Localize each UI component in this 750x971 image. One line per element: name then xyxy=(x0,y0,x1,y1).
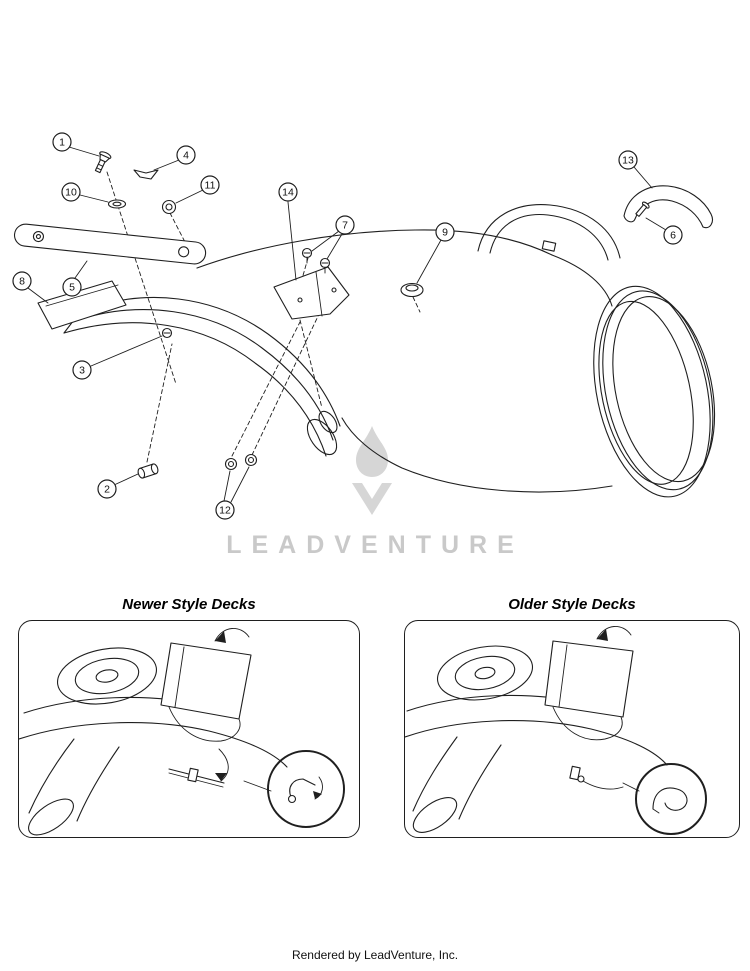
callout-9: 9 xyxy=(435,222,455,242)
panel-title-older: Older Style Decks xyxy=(508,596,636,613)
svg-text:13: 13 xyxy=(622,155,634,167)
part-rod-handle-13 xyxy=(623,185,713,229)
svg-text:11: 11 xyxy=(205,180,216,192)
svg-text:14: 14 xyxy=(282,187,294,199)
part-support-bar xyxy=(13,223,207,265)
callout-8: 8 xyxy=(12,271,32,291)
watermark-text: LEADVENTURE xyxy=(226,531,524,559)
deflector-illustration xyxy=(160,628,252,720)
svg-text:5: 5 xyxy=(69,282,75,294)
callout-4: 4 xyxy=(176,145,196,165)
part-bolt-6 xyxy=(635,201,650,217)
callout-leader-lines xyxy=(27,146,667,503)
part-chute-body xyxy=(196,204,716,498)
svg-text:12: 12 xyxy=(219,505,231,517)
svg-text:2: 2 xyxy=(104,484,110,496)
part-chute-plate xyxy=(37,280,127,330)
v-logo-icon xyxy=(352,483,392,515)
part-screws-7 xyxy=(301,247,331,274)
detail-arrow-icon xyxy=(313,791,322,799)
callout-10: 10 xyxy=(61,182,81,202)
motion-arrow-icon xyxy=(597,629,608,641)
motion-arrow-icon xyxy=(215,773,227,781)
svg-text:9: 9 xyxy=(442,227,448,239)
callout-13: 13 xyxy=(618,150,638,170)
leadventure-watermark: LEADVENTURE xyxy=(226,426,524,559)
wheel-illustration xyxy=(436,645,534,701)
callout-7: 7 xyxy=(335,215,355,235)
panel-newer-style-decks xyxy=(18,620,360,838)
part-bolt-3 xyxy=(161,327,173,339)
panel-older-art xyxy=(405,626,707,835)
wheel-illustration xyxy=(56,647,158,705)
callout-11: 11 xyxy=(200,175,220,195)
callout-12: 12 xyxy=(215,500,235,520)
handle-clip xyxy=(541,240,557,252)
part-nuts-12 xyxy=(224,453,258,471)
detail-magnifier xyxy=(267,750,345,828)
callout-6: 6 xyxy=(663,225,683,245)
parts-diagram-svg: LEADVENTURE xyxy=(12,132,716,559)
assembly-dashed-lines xyxy=(106,171,421,463)
svg-text:4: 4 xyxy=(183,150,189,162)
flame-logo-icon xyxy=(356,426,388,477)
motion-arrow-icon xyxy=(215,631,226,643)
callout-2: 2 xyxy=(97,479,117,499)
callout-5: 5 xyxy=(62,277,82,297)
svg-text:10: 10 xyxy=(65,187,77,199)
part-roller-2 xyxy=(137,463,159,479)
panel-older-style-decks xyxy=(404,620,740,838)
callout-3: 3 xyxy=(72,360,92,380)
svg-text:8: 8 xyxy=(19,276,25,288)
svg-text:3: 3 xyxy=(79,365,85,377)
detail-magnifier xyxy=(635,763,707,835)
part-plug-9 xyxy=(400,282,424,298)
rendered-by-footer: Rendered by LeadVenture, Inc. xyxy=(291,948,459,962)
callout-14: 14 xyxy=(278,182,298,202)
part-bracket-4 xyxy=(133,169,159,180)
svg-text:6: 6 xyxy=(670,230,676,242)
svg-text:1: 1 xyxy=(59,137,65,149)
callout-1: 1 xyxy=(52,132,72,152)
deflector-illustration xyxy=(544,626,634,718)
chute-opening-ring xyxy=(593,285,716,498)
part-washer-10 xyxy=(107,199,127,209)
panel-newer-art xyxy=(19,628,345,836)
part-bolt-1 xyxy=(94,151,112,174)
part-deflector-plate-14 xyxy=(273,266,350,320)
part-nut-11 xyxy=(161,199,177,215)
svg-text:7: 7 xyxy=(342,220,348,232)
panel-title-newer: Newer Style Decks xyxy=(122,596,256,613)
